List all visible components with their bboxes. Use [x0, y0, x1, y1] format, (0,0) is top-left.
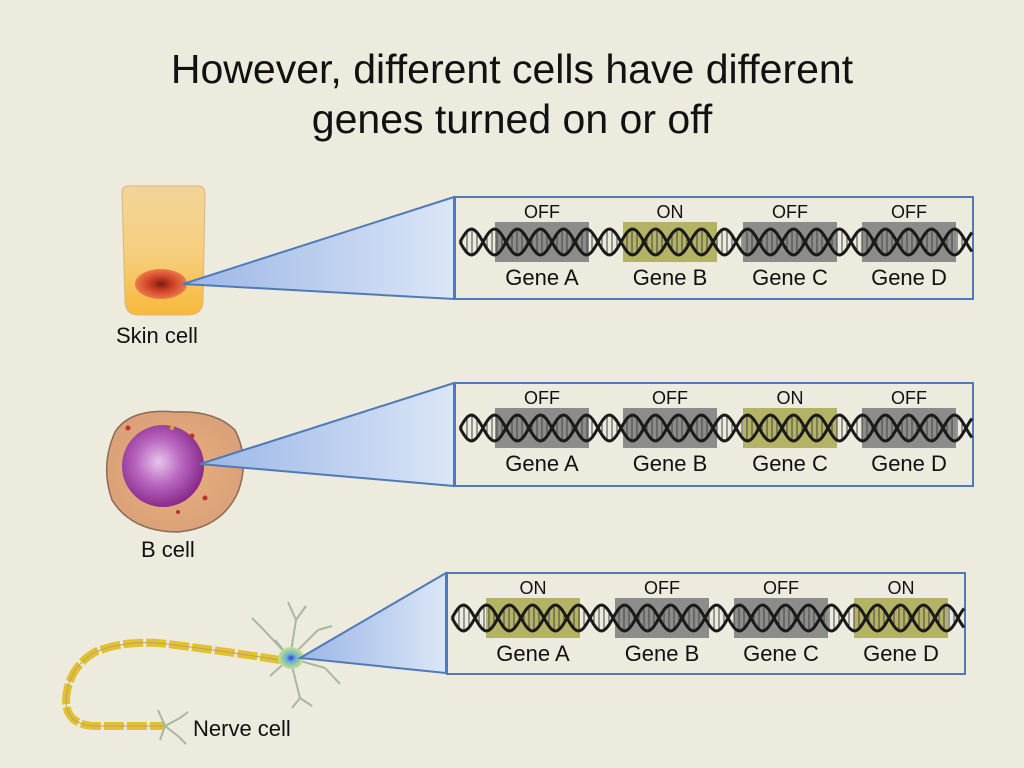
gene-state-label: OFF [891, 202, 927, 222]
cell-label-skin: Skin cell [116, 323, 198, 348]
gene-state-label: ON [887, 578, 915, 598]
title-line-1: However, different cells have different [170, 46, 854, 92]
cell-label-nerve: Nerve cell [193, 716, 291, 741]
gene-name-label: Gene C [752, 451, 828, 476]
dna-strand [458, 222, 974, 262]
gene-name-label: Gene A [496, 641, 570, 666]
slide-title: However, different cells have different … [0, 44, 1024, 144]
dna-strand [450, 598, 966, 638]
gene-state-label: ON [519, 578, 547, 598]
gene-state-label: ON [656, 202, 684, 222]
helix-backbone-1 [458, 227, 974, 257]
gene-state-label: OFF [524, 202, 560, 222]
helix-backbone-2 [458, 227, 974, 257]
zoom-triangle-skin [182, 195, 455, 301]
gene-panel-2: OFF Gene A OFF Gene B ON Gene C OFF Gene D [454, 382, 974, 487]
gene-name-label: Gene D [871, 265, 947, 290]
gene-name-label: Gene B [632, 265, 708, 290]
helix-backbone-1 [458, 413, 974, 443]
gene-name-label: Gene A [505, 265, 579, 290]
gene-name-label: Gene B [624, 641, 700, 666]
gene-name-label: Gene D [863, 641, 939, 666]
gene-state-label: OFF [772, 202, 808, 222]
gene-name-label: Gene B [632, 451, 708, 476]
skin-cell-illustration [121, 185, 206, 316]
gene-state-label: OFF [763, 578, 799, 598]
dna-strand [458, 408, 974, 448]
gene-state-label: OFF [891, 388, 927, 408]
nerve-cell-illustration [61, 601, 341, 745]
b-cell-illustration [105, 410, 245, 533]
title-line-2: genes turned on or off [311, 96, 713, 142]
gene-name-label: Gene C [743, 641, 819, 666]
gene-panel-3: ON Gene A OFF Gene B OFF Gene C ON Gene D [446, 572, 966, 675]
gene-state-label: OFF [652, 388, 688, 408]
gene-panel-1: OFF Gene A ON Gene B OFF Gene C OFF Gene D [454, 196, 974, 300]
gene-name-label: Gene A [505, 451, 579, 476]
helix-backbone-1 [450, 603, 966, 633]
gene-name-label: Gene C [752, 265, 828, 290]
cell-label-b: B cell [141, 537, 195, 562]
gene-state-label: OFF [644, 578, 680, 598]
zoom-triangle-nerve [296, 571, 447, 675]
helix-backbone-2 [458, 413, 974, 443]
gene-state-label: ON [776, 388, 804, 408]
helix-backbone-2 [450, 603, 966, 633]
gene-name-label: Gene D [871, 451, 947, 476]
gene-state-label: OFF [524, 388, 560, 408]
